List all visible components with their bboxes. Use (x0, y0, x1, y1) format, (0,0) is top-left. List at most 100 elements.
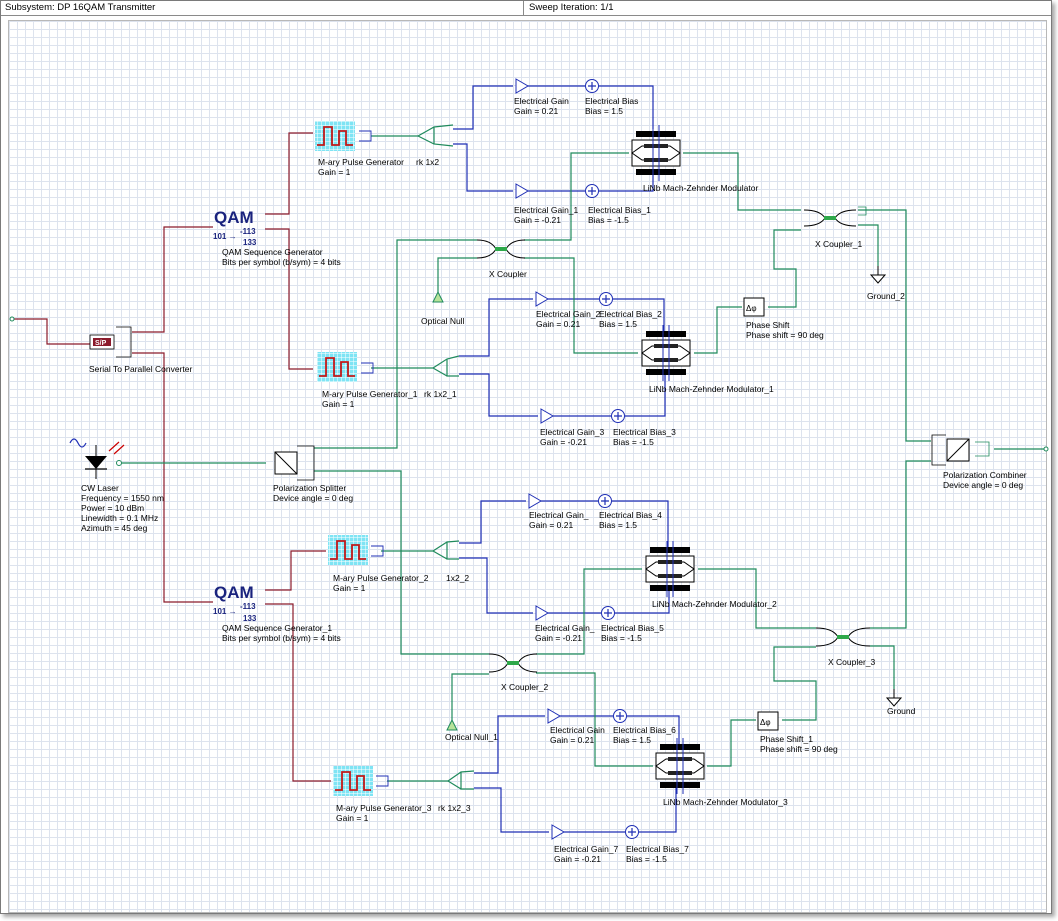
x-coupler-3[interactable]: X Coupler_3 (815, 627, 876, 667)
cw-laser[interactable]: CW Laser Frequency = 1550 nm Power = 10 … (69, 438, 164, 533)
mpg2-label: M-ary Pulse Generator_1 (322, 389, 418, 399)
boundary-ports (9, 316, 1049, 452)
qam1-label: QAM Sequence Generator (222, 247, 323, 257)
layout-canvas[interactable] (8, 20, 1047, 913)
eg2-value: Gain = 0.21 (536, 319, 580, 329)
x-coupler-2[interactable]: X Coupler_2 (488, 653, 549, 692)
fork-wires (371, 135, 448, 782)
sweep-iteration: Sweep Iteration: 1/1 (529, 2, 614, 13)
ps1-label: Phase Shift_1 (760, 734, 813, 744)
eb0-label: Electrical Bias (585, 96, 638, 106)
laser-frequency: Frequency = 1550 nm (81, 493, 164, 503)
qam-sequence-generator[interactable]: QAM 101 → -113 133 QAM Sequence Generato… (213, 208, 341, 267)
eg2-label: Electrical Gain_2 (536, 309, 601, 319)
electrical-gain-5[interactable]: Electrical Gain_Gain = -0.21 (535, 605, 595, 643)
mpg4-label: M-ary Pulse Generator_3 (336, 803, 432, 813)
pcomb-angle: Device angle = 0 deg (943, 480, 1023, 490)
ground-2[interactable]: Ground_2 (867, 266, 905, 301)
fork2-label: rk 1x2_1 (424, 389, 457, 399)
mpg3-gain: Gain = 1 (333, 583, 366, 593)
polarization-combiner[interactable]: Polarization Combiner Device angle = 0 d… (931, 434, 1027, 490)
eg7-value: Gain = -0.21 (554, 854, 601, 864)
phase-shift-1[interactable]: Δφ Phase Shift_1 Phase shift = 90 deg (757, 711, 838, 754)
eg3-value: Gain = -0.21 (540, 437, 587, 447)
eg4-label: Electrical Gain_ (529, 510, 589, 520)
mzm-1[interactable]: LiNb Mach-Zehnder Modulator_1 (641, 325, 774, 394)
mpg1-label: M-ary Pulse Generator (318, 157, 404, 167)
optical-null[interactable]: Optical Null (421, 290, 465, 326)
qam-icon: QAM (214, 208, 254, 227)
eb4-label: Electrical Bias_4 (599, 510, 662, 520)
mzm0-label: LiNb Mach-Zehnder Modulator (643, 183, 758, 193)
mary-pulse-generator-3[interactable]: M-ary Pulse Generator_3 rk 1x2_3 Gain = … (333, 766, 475, 823)
eb0-value: Bias = 1.5 (585, 106, 623, 116)
mary-pulse-generator[interactable]: M-ary Pulse Generator rk 1x2 Gain = 1 (315, 121, 454, 177)
eb7-value: Bias = -1.5 (626, 854, 667, 864)
laser-label: CW Laser (81, 483, 119, 493)
ground[interactable]: Ground (885, 689, 916, 716)
qam-icon-sub: -113 (240, 227, 256, 236)
optical-null-1[interactable]: Optical Null_1 (445, 718, 498, 742)
eb7-label: Electrical Bias_7 (626, 844, 689, 854)
mzm3-label: LiNb Mach-Zehnder Modulator_3 (663, 797, 788, 807)
electrical-wires (453, 85, 680, 833)
qam-icon: QAM (214, 583, 254, 602)
eb4-value: Bias = 1.5 (599, 520, 637, 530)
fork3-label: 1x2_2 (446, 573, 469, 583)
xc3-label: X Coupler_3 (828, 657, 876, 667)
eb5-label: Electrical Bias_5 (601, 623, 664, 633)
ps0-label: Phase Shift (746, 320, 790, 330)
mzm-0[interactable]: LiNb Mach-Zehnder Modulator (631, 125, 758, 193)
on1-label: Optical Null_1 (445, 732, 498, 742)
qam-sequence-generator-1[interactable]: QAM 101 → -113 133 QAM Sequence Generato… (213, 583, 341, 643)
ps1-value: Phase shift = 90 deg (760, 744, 838, 754)
binary-wires (11, 132, 331, 782)
on0-label: Optical Null (421, 316, 465, 326)
fork4-label: rk 1x2_3 (438, 803, 471, 813)
xc1-label: X Coupler_1 (815, 239, 863, 249)
pcomb-label: Polarization Combiner (943, 470, 1027, 480)
serial-to-parallel-converter[interactable]: S/P Serial To Parallel Converter (89, 326, 192, 374)
eg1-value: Gain = -0.21 (514, 215, 561, 225)
phase-shift-icon: Δφ (760, 718, 771, 727)
mary-pulse-generator-2[interactable]: M-ary Pulse Generator_2 1x2_2 Gain = 1 (328, 535, 469, 593)
polarization-splitter[interactable]: Polarization Splitter Device angle = 0 d… (273, 445, 353, 503)
eg4-value: Gain = 0.21 (529, 520, 573, 530)
mary-pulse-generator-1[interactable]: M-ary Pulse Generator_1 rk 1x2_1 Gain = … (317, 352, 460, 409)
electrical-gain-4[interactable]: Electrical Gain_Gain = 0.21 (528, 493, 589, 530)
mzm-3[interactable]: LiNb Mach-Zehnder Modulator_3 (655, 738, 788, 807)
eb2-label: Electrical Bias_2 (599, 309, 662, 319)
eg6-value: Gain = 0.21 (550, 735, 594, 745)
eg0-label: Electrical Gain (514, 96, 569, 106)
mzm-2[interactable]: LiNb Mach-Zehnder Modulator_2 (645, 541, 777, 609)
x-coupler[interactable]: X Coupler (476, 239, 527, 279)
x-coupler-1[interactable]: X Coupler_1 (803, 206, 867, 249)
title-bar-divider (523, 1, 524, 15)
phase-shift[interactable]: Δφ Phase Shift Phase shift = 90 deg (743, 297, 824, 340)
gnd2-label: Ground_2 (867, 291, 905, 301)
laser-power: Power = 10 dBm (81, 503, 144, 513)
qam-icon-sub: 101 → (213, 232, 237, 241)
phase-shift-icon: Δφ (746, 304, 757, 313)
eg0-value: Gain = 0.21 (514, 106, 558, 116)
psplit-label: Polarization Splitter (273, 483, 346, 493)
eg6-label: Electrical Gain (550, 725, 605, 735)
qam-icon-sub: 101 → (213, 607, 237, 616)
eb1-label: Electrical Bias_1 (588, 205, 651, 215)
